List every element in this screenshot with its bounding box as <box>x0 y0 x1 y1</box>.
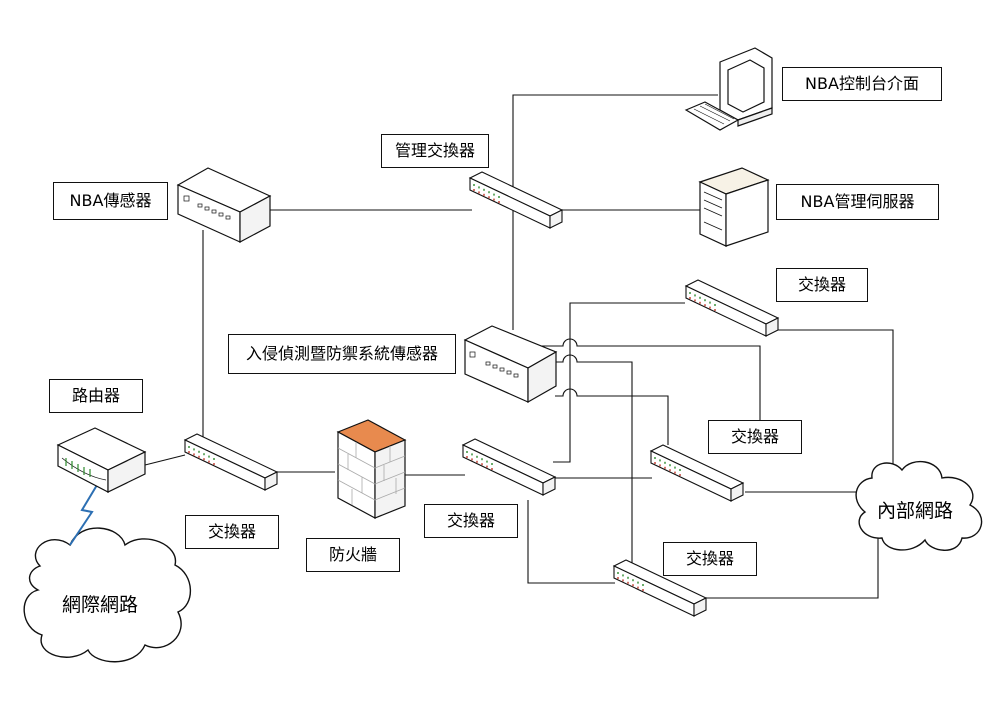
label-center-switch: 交換器 <box>424 504 518 538</box>
mid-right-switch-icon <box>649 444 745 502</box>
link-center-to-top-right-switch <box>553 302 685 463</box>
label-router: 路由器 <box>49 379 143 413</box>
link-mgmt-switch-to-console <box>512 94 718 260</box>
label-nba-sensor: NBA傳感器 <box>53 182 168 220</box>
bottom-right-switch-icon <box>612 559 708 617</box>
top-right-switch-icon <box>684 279 780 337</box>
link-ids-to-mid-right-switch-2 <box>555 388 669 445</box>
link-ids-to-mid-right-switch <box>535 338 761 440</box>
label-ids-ips-sensor: 入侵偵測暨防禦系統傳感器 <box>228 334 456 374</box>
switches <box>183 171 780 617</box>
label-mgmt-switch: 管理交換器 <box>381 134 489 168</box>
nba-sensor-device-icon <box>176 167 272 243</box>
console-workstation-icon <box>684 47 773 131</box>
label-mid-right-switch: 交換器 <box>708 420 802 454</box>
label-edge-switch: 交換器 <box>185 515 279 549</box>
router-device-icon <box>56 427 147 493</box>
internet-cloud <box>23 527 192 663</box>
edge-switch-icon <box>183 433 279 491</box>
internal-network-cloud <box>855 460 983 551</box>
label-nba-console: NBA控制台介面 <box>782 67 942 101</box>
firewall-icon <box>336 419 407 520</box>
connection-lines <box>144 94 894 599</box>
link-top-right-switch-to-internal <box>778 329 894 480</box>
link-center-to-bottom-switch <box>527 500 615 584</box>
internal-network-cloud-label: 內部網路 <box>877 500 954 522</box>
label-top-right-switch: 交換器 <box>776 268 868 302</box>
label-bottom-right-switch: 交換器 <box>663 542 757 576</box>
lightning-link-icon <box>69 479 101 546</box>
mgmt-switch-icon <box>468 171 564 229</box>
link-ids-to-bottom-switch <box>555 354 633 570</box>
ids-ips-sensor-device-icon <box>463 325 558 404</box>
link-bottom-switch-to-internal <box>700 535 879 599</box>
link-router-to-edge-switch <box>144 454 186 466</box>
center-switch-icon <box>461 438 557 496</box>
label-nba-server: NBA管理伺服器 <box>776 184 939 220</box>
server-icon <box>698 167 770 247</box>
internet-cloud-label: 網際網路 <box>62 594 139 616</box>
label-firewall: 防火牆 <box>306 538 400 572</box>
